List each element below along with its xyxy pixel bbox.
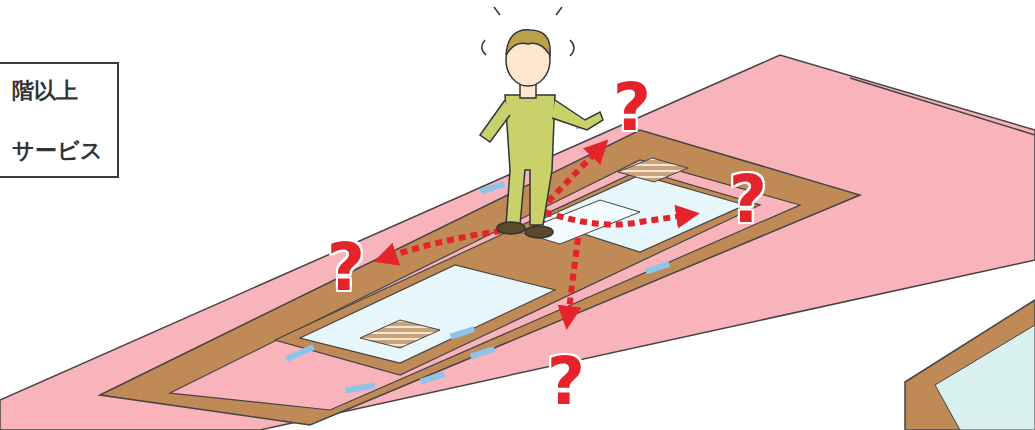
- info-box: 階以上サービス: [0, 62, 119, 178]
- next-room: [935, 325, 1035, 430]
- confused-person: [480, 7, 603, 238]
- corridor: [100, 130, 860, 425]
- inner-floor: [170, 160, 800, 410]
- stairs: [360, 320, 440, 348]
- question-mark: ?: [729, 167, 767, 233]
- doors: [285, 116, 670, 393]
- next-building: [905, 300, 1035, 430]
- question-mark: ?: [613, 75, 651, 141]
- floor-area: [0, 55, 1035, 430]
- question-mark: ?: [327, 235, 365, 301]
- floor-line: [850, 78, 1035, 135]
- box-text: サービス: [12, 136, 103, 166]
- stairs: [618, 158, 688, 182]
- box-text: 階以上: [12, 76, 78, 106]
- question-mark: ?: [547, 349, 585, 415]
